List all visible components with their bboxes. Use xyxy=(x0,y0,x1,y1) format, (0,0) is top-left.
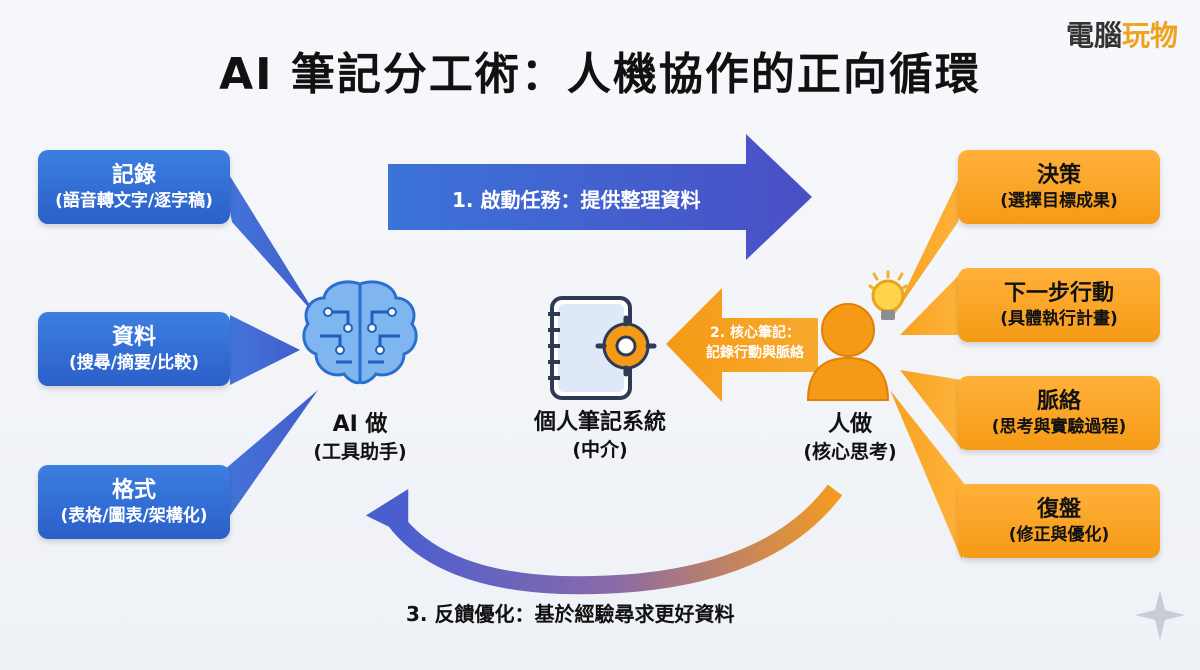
right-wedge-2 xyxy=(900,272,962,335)
step2-arrow-shape xyxy=(666,288,818,402)
right-box-sub: (思考與實驗過程) xyxy=(991,417,1127,438)
right-box-context: 脈絡 (思考與實驗過程) xyxy=(958,376,1160,450)
step2-label-line2: 記錄行動與脈絡 xyxy=(706,344,804,361)
left-box-sub: (搜尋/摘要/比較) xyxy=(69,353,199,374)
step1-label: 1. 啟動任務：提供整理資料 xyxy=(452,188,701,212)
notebook-gear-icon xyxy=(548,296,657,400)
step3-arrowhead xyxy=(365,489,409,537)
notes-node-label: 個人筆記系統 (中介) xyxy=(500,408,700,463)
right-box-title: 脈絡 xyxy=(1036,388,1081,414)
right-box-title: 決策 xyxy=(1036,162,1081,188)
right-box-title: 下一步行動 xyxy=(1003,280,1114,306)
right-wedge-1 xyxy=(892,160,968,318)
right-box-decision: 決策 (選擇目標成果) xyxy=(958,150,1160,224)
human-node-line2: (核心思考) xyxy=(803,440,897,463)
lightbulb-icon xyxy=(868,270,908,320)
step2-label: 2. 核心筆記： 記錄行動與脈絡 xyxy=(690,324,820,363)
right-box-next-action: 下一步行動 (具體執行計畫) xyxy=(958,268,1160,342)
step2-label-line1: 2. 核心筆記： xyxy=(710,325,800,341)
left-box-title: 格式 xyxy=(111,477,156,503)
right-box-sub: (選擇目標成果) xyxy=(1000,191,1118,212)
right-box-sub: (具體執行計畫) xyxy=(1000,309,1118,330)
left-box-title: 資料 xyxy=(111,324,156,350)
human-node-label: 人做 (核心思考) xyxy=(780,410,920,465)
brain-icon xyxy=(302,280,418,385)
left-wedge-2 xyxy=(230,315,300,385)
notes-node-line2: (中介) xyxy=(572,438,628,461)
left-box-sub: (表格/圖表/架構化) xyxy=(60,506,208,527)
right-wedge-3 xyxy=(900,370,962,450)
brand-logo: 電腦玩物 xyxy=(1066,14,1178,54)
person-icon xyxy=(806,303,890,401)
right-box-sub: (修正與優化) xyxy=(1008,525,1110,546)
left-box-title: 記錄 xyxy=(111,162,156,188)
right-box-title: 復盤 xyxy=(1036,496,1081,522)
left-wedge-3 xyxy=(220,390,318,530)
ai-node-label: AI 做 (工具助手) xyxy=(290,410,430,465)
brand-part2: 玩物 xyxy=(1121,19,1178,52)
left-box-data: 資料 (搜尋/摘要/比較) xyxy=(38,312,230,386)
ai-node-line2: (工具助手) xyxy=(313,440,407,463)
ai-node-line1: AI 做 xyxy=(332,412,388,437)
left-box-format: 格式 (表格/圖表/架構化) xyxy=(38,465,230,539)
left-box-record: 記錄 (語音轉文字/逐字稿) xyxy=(38,150,230,224)
sparkle-icon xyxy=(1135,590,1185,640)
left-box-sub: (語音轉文字/逐字稿) xyxy=(55,191,213,212)
right-box-review: 復盤 (修正與優化) xyxy=(958,484,1160,558)
page-title: AI 筆記分工術：人機協作的正向循環 xyxy=(219,49,981,100)
step3-arrow-shape xyxy=(387,484,843,595)
step1-arrow-shape xyxy=(388,134,812,260)
left-wedge-1 xyxy=(220,160,318,318)
brand-part1: 電腦 xyxy=(1065,19,1122,52)
step3-label: 3. 反饋優化：基於經驗尋求更好資料 xyxy=(406,602,735,626)
human-node-line1: 人做 xyxy=(827,412,872,437)
right-wedge-4 xyxy=(890,390,966,560)
notes-node-line1: 個人筆記系統 xyxy=(533,410,666,435)
